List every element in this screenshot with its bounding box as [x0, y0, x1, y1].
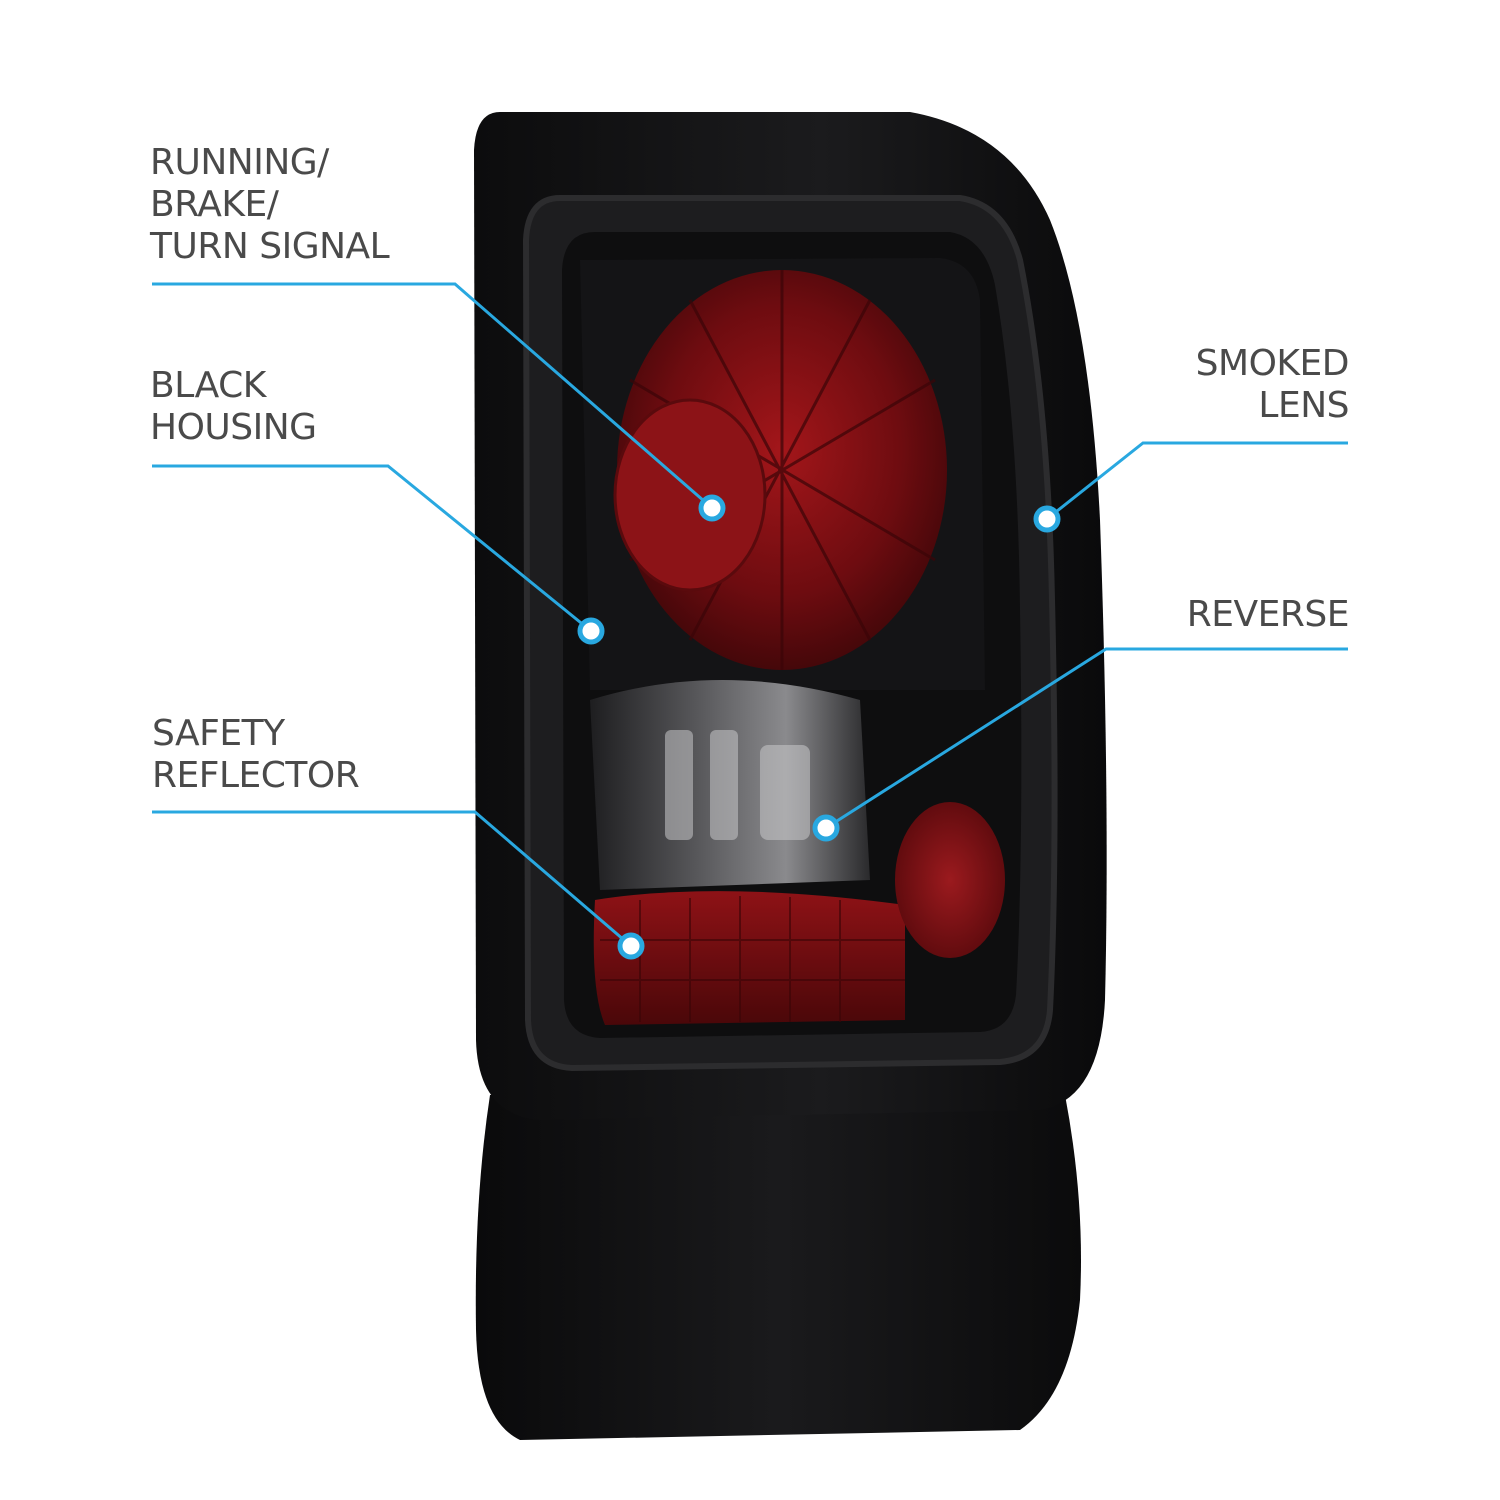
- lower-red-bar: [593, 891, 905, 1025]
- dot-running-brake-turn: [698, 494, 726, 522]
- dot-reverse: [812, 814, 840, 842]
- dot-safety-reflector: [617, 932, 645, 960]
- leader-reverse: [825, 647, 1348, 830]
- reverse-bulbs: [665, 730, 810, 840]
- label-safety-reflector: SAFETY REFLECTOR: [152, 713, 360, 796]
- label-reverse: REVERSE: [1186, 594, 1350, 635]
- callout-dots: [577, 494, 1061, 960]
- leader-lines: [152, 282, 1348, 948]
- dot-smoked-lens: [1033, 505, 1061, 533]
- label-smoked-lens: SMOKED LENS: [1195, 343, 1350, 426]
- leader-running-brake-turn: [152, 282, 713, 510]
- label-running-brake-turn: RUNNING/ BRAKE/ TURN SIGNAL: [150, 142, 390, 267]
- dot-black-housing: [577, 617, 605, 645]
- lower-red-grid: [600, 896, 905, 1022]
- leader-black-housing: [152, 464, 592, 633]
- leader-safety-reflector: [152, 810, 632, 948]
- label-black-housing: BLACK HOUSING: [150, 365, 317, 448]
- round-reflector: [895, 802, 1005, 958]
- bulb-center-reflector: [613, 398, 767, 592]
- leader-smoked-lens: [1046, 441, 1348, 521]
- mount-base: [475, 1095, 1081, 1440]
